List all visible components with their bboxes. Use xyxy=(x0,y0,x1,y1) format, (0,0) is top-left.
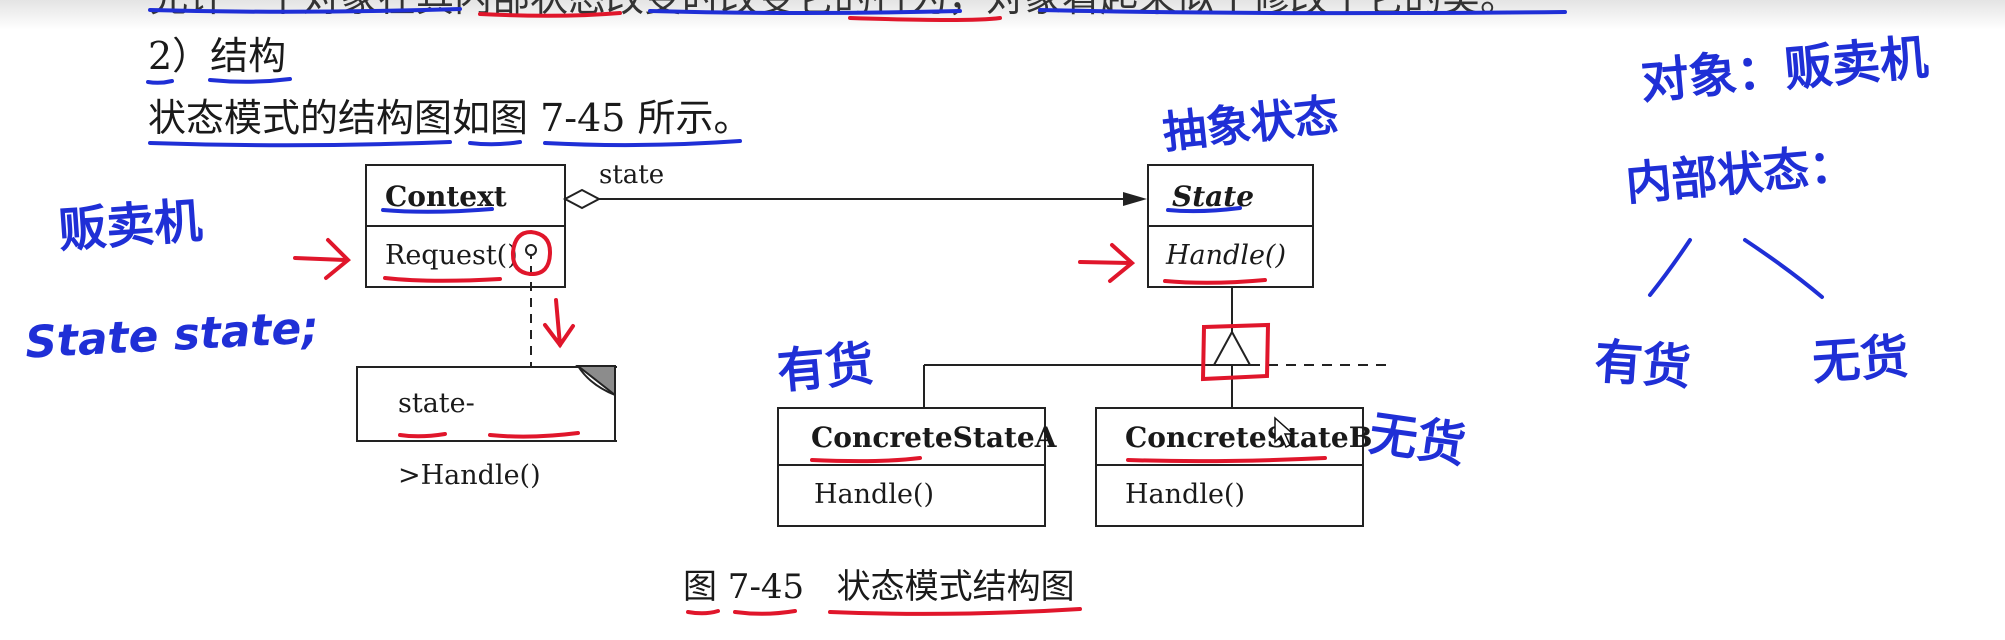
intro-text: 状态模式的结构图如图 7-45 所示。 xyxy=(148,96,752,140)
figure-caption: 图 7-45 状态模式结构图 xyxy=(683,567,1075,607)
concrete-state-b-box: ConcreteStateB Handle() xyxy=(1095,407,1372,527)
note-text: state->Handle() xyxy=(398,388,541,491)
association-label: state xyxy=(599,160,665,190)
state-handle-operation: Handle() xyxy=(1166,240,1286,271)
concrete-state-a-box: ConcreteStateA Handle() xyxy=(777,407,1056,527)
top-shade xyxy=(0,0,2005,30)
concrete-state-a-operation: Handle() xyxy=(814,479,934,510)
section-heading: 2）结构 xyxy=(148,34,287,78)
context-request-operation: Request() xyxy=(385,240,518,271)
note-box: state->Handle() xyxy=(356,366,617,491)
concrete-state-a-name: ConcreteStateA xyxy=(779,409,1056,466)
context-class-box: Context Request() xyxy=(365,164,566,288)
concrete-state-b-name: ConcreteStateB xyxy=(1097,409,1372,466)
concrete-state-b-operation: Handle() xyxy=(1125,479,1245,510)
